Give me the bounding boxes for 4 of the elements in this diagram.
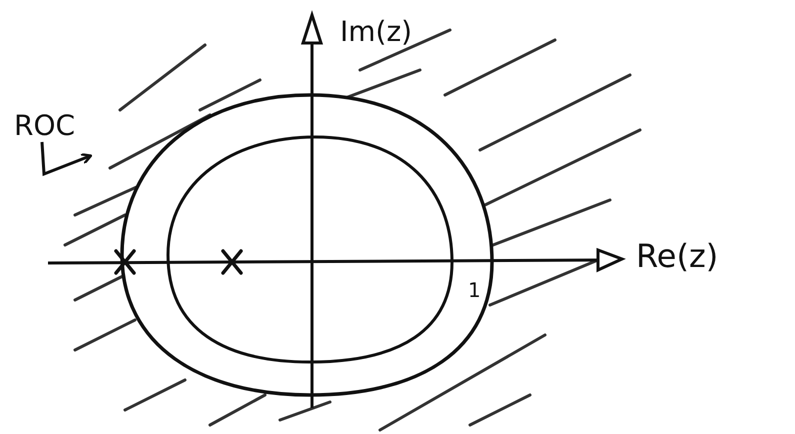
axis-label: Re(z) bbox=[636, 240, 718, 272]
axis-label: Im(z) bbox=[340, 18, 412, 46]
region-label: ROC bbox=[14, 112, 76, 140]
tick-label: 1 bbox=[468, 280, 481, 300]
